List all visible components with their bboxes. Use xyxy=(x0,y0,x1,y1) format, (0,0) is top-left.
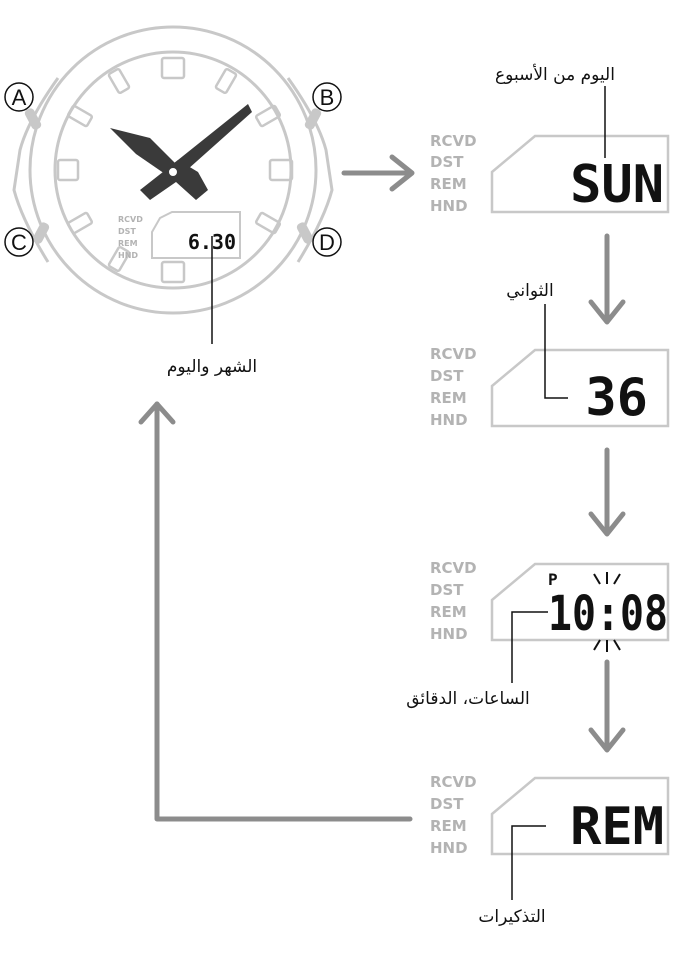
pushers xyxy=(24,108,322,244)
arrow-to-time-panel xyxy=(588,447,626,537)
hour-markers xyxy=(56,56,294,284)
button-b: B xyxy=(312,82,342,112)
panel4-lcd-value: REM xyxy=(570,797,664,857)
panel4-indicator-hnd: HND xyxy=(430,839,468,857)
panel3-indicator-hnd: HND xyxy=(430,625,468,643)
reminder-panel: RCVD DST REM HND REM التذكيرات xyxy=(430,773,670,927)
button-d-letter: D xyxy=(319,230,335,255)
flow-arrows xyxy=(138,154,626,822)
time-callout-line xyxy=(511,611,548,683)
watch-illustration: A B C D RCVD DST REM HND 6.30 xyxy=(4,25,342,377)
watch-lcd: RCVD DST REM HND 6.30 xyxy=(118,211,241,260)
panel1-indicator-rcvd: RCVD xyxy=(430,132,477,150)
arrow-to-day-panel xyxy=(341,154,415,192)
watch-hands xyxy=(110,104,252,200)
counterweight xyxy=(140,160,208,200)
panel2-indicator-rcvd: RCVD xyxy=(430,345,477,363)
day-of-week-panel: RCVD DST REM HND SUN اليوم من الأسبوع xyxy=(430,64,670,215)
panel1-indicator-rem: REM xyxy=(430,175,467,193)
panel2-indicator-hnd: HND xyxy=(430,411,468,429)
watch-indicator-hnd: HND xyxy=(118,251,138,260)
time-panel: RCVD DST REM HND P 10:08 الساعات، الدقائ… xyxy=(406,559,670,709)
arrow-to-seconds-panel xyxy=(588,233,626,325)
minute-hand xyxy=(168,104,252,178)
button-c-letter: C xyxy=(11,230,27,255)
watch-case-right xyxy=(286,77,334,263)
month-day-label: الشهر واليوم xyxy=(167,357,257,377)
panel4-indicator-dst: DST xyxy=(430,795,464,813)
day-of-week-label: اليوم من الأسبوع xyxy=(495,64,615,85)
panel2-indicator-rem: REM xyxy=(430,389,467,407)
panel4-indicator-rcvd: RCVD xyxy=(430,773,477,791)
watch-bezel xyxy=(28,25,318,315)
arrow-return-to-watch xyxy=(138,401,413,822)
panel4-indicator-rem: REM xyxy=(430,817,467,835)
panel3-indicator-dst: DST xyxy=(430,581,464,599)
panel1-indicator-hnd: HND xyxy=(430,197,468,215)
seconds-label: الثواني xyxy=(506,281,553,301)
hour-hand xyxy=(110,128,178,176)
reminders-label: التذكيرات xyxy=(478,907,545,927)
seconds-panel: RCVD DST REM HND 36 الثواني xyxy=(430,281,670,429)
reminder-callout-line xyxy=(511,825,546,900)
button-a: A xyxy=(4,82,34,112)
watch-case-left xyxy=(12,77,60,263)
hours-minutes-label: الساعات، الدقائق xyxy=(406,689,530,709)
blink-indicator xyxy=(593,572,621,652)
panel1-indicator-dst: DST xyxy=(430,153,464,171)
seconds-callout-line xyxy=(544,304,568,399)
watch-indicator-dst: DST xyxy=(118,227,136,236)
button-d: D xyxy=(312,227,342,257)
button-c: C xyxy=(4,227,34,257)
panel3-indicator-rem: REM xyxy=(430,603,467,621)
arrow-to-reminder-panel xyxy=(588,659,626,753)
panel2-indicator-dst: DST xyxy=(430,367,464,385)
button-a-letter: A xyxy=(12,85,27,110)
pm-marker: P xyxy=(548,570,558,589)
panel3-indicator-rcvd: RCVD xyxy=(430,559,477,577)
panel2-lcd-value: 36 xyxy=(585,368,648,428)
panel1-lcd-value: SUN xyxy=(570,155,664,215)
watch-indicator-rcvd: RCVD xyxy=(118,215,143,224)
watch-indicator-rem: REM xyxy=(118,239,138,248)
button-b-letter: B xyxy=(320,85,335,110)
panel3-lcd-value: 10:08 xyxy=(548,586,668,642)
